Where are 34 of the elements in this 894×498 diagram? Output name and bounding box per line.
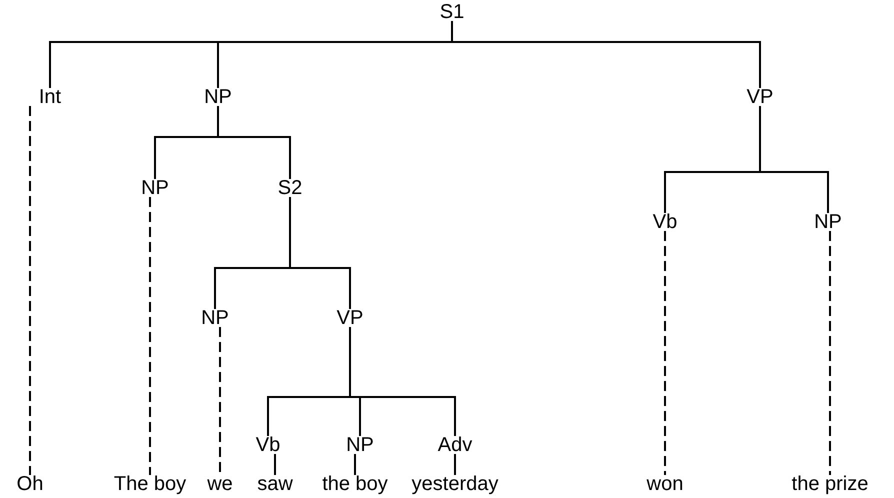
tree-branch [454, 454, 456, 475]
category-label: VP [744, 86, 776, 108]
word-label: won [644, 473, 686, 495]
category-label: S1 [438, 1, 466, 23]
category-label: NP [139, 177, 171, 199]
category-label: Vb [254, 434, 282, 456]
tree-branch [217, 106, 291, 179]
word-label: yesterday [410, 473, 500, 495]
category-label: NP [202, 86, 234, 108]
word-label: the prize [790, 473, 870, 495]
tree-branch [29, 106, 31, 475]
category-label: S2 [276, 177, 304, 199]
category-label: VP [334, 307, 366, 329]
category-label: NP [812, 211, 844, 233]
category-label: Vb [650, 211, 680, 233]
tree-branch [149, 197, 151, 475]
tree-branch [451, 21, 761, 88]
tree-branch [759, 106, 829, 213]
word-label: Oh [14, 473, 46, 495]
category-label: NP [344, 434, 376, 456]
category-label: Adv [436, 434, 474, 456]
word-label: we [205, 473, 235, 495]
tree-branch [349, 327, 456, 436]
word-label: The boy [112, 473, 188, 495]
tree-branch [289, 197, 351, 309]
tree-branch [354, 454, 356, 475]
tree-branch [829, 231, 831, 475]
tree-branch [274, 454, 276, 475]
word-label: saw [255, 473, 295, 495]
word-label: the boy [320, 473, 390, 495]
category-label: NP [199, 307, 231, 329]
tree-branch [664, 231, 666, 475]
category-label: Int [36, 86, 64, 108]
tree-branch [219, 327, 221, 475]
